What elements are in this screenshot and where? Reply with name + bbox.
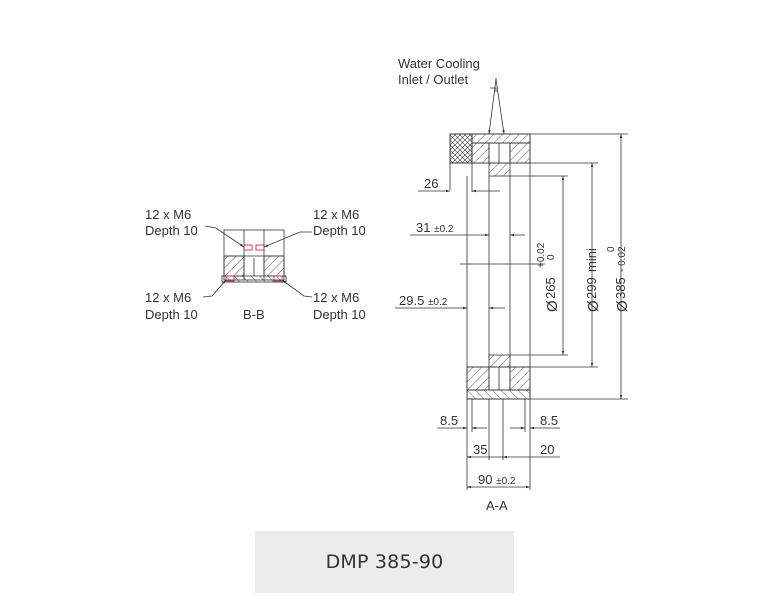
dim-20-label: 20 (540, 442, 554, 457)
dim-8-5-left-label: 8.5 (440, 413, 458, 428)
svg-text:Ø: Ø (585, 300, 602, 312)
section-bb-labels: 12 x M6 Depth 10 12 x M6 Depth 10 12 x M… (145, 207, 366, 322)
thread-label-br-1: 12 x M6 (313, 290, 359, 305)
diameter-extension-lines (510, 133, 628, 400)
section-aa (395, 78, 628, 490)
d265-label: Ø 265 +0.02 0 (536, 242, 561, 312)
dim-29-5-label: 29.5 ±0.2 (399, 293, 448, 308)
thread-marks (225, 244, 283, 282)
thread-label-tl-2: Depth 10 (145, 223, 198, 238)
d299-label: Ø 299 mini (584, 248, 602, 312)
thread-label-bl-2: Depth 10 (145, 307, 198, 322)
model-caption: DMP 385-90 (255, 531, 514, 593)
thread-label-tr-2: Depth 10 (313, 223, 366, 238)
svg-text:265: 265 (543, 277, 558, 299)
svg-text:0: 0 (606, 246, 617, 252)
section-bb (202, 225, 313, 298)
d385-label: Ø 385 0 - 0.02 (606, 246, 631, 312)
thread-label-bl-1: 12 x M6 (145, 290, 191, 305)
thread-label-tl-1: 12 x M6 (145, 207, 191, 222)
svg-text:mini: mini (584, 248, 599, 272)
dim-26-label: 26 (424, 176, 438, 191)
svg-text:385: 385 (613, 277, 628, 299)
callout-line2: Inlet / Outlet (398, 72, 468, 87)
top-section-block (449, 133, 531, 177)
dim-8-5-right-label: 8.5 (540, 413, 558, 428)
lower-extension-lines (466, 399, 531, 490)
thread-label-br-2: Depth 10 (313, 307, 366, 322)
section-aa-labels: Water Cooling Inlet / Outlet 26 31 ±0.2 … (398, 56, 631, 513)
svg-text:Ø: Ø (614, 300, 631, 312)
svg-text:299: 299 (584, 277, 599, 299)
section-aa-label: A-A (486, 498, 508, 513)
svg-text:0: 0 (546, 254, 557, 260)
bottom-section-block (466, 354, 531, 400)
thread-leaders (202, 225, 313, 298)
svg-text:- 0.02: - 0.02 (617, 246, 628, 272)
body-lines (449, 163, 545, 367)
callout-line1: Water Cooling (398, 56, 480, 71)
water-cooling-leader (488, 78, 505, 135)
dim-31-label: 31 ±0.2 (416, 220, 454, 235)
svg-text:Ø: Ø (544, 300, 561, 312)
model-title: DMP 385-90 (325, 551, 444, 573)
dim-35-label: 35 (473, 442, 487, 457)
svg-text:+0.02: +0.02 (536, 242, 547, 268)
thread-label-tr-1: 12 x M6 (313, 207, 359, 222)
dim-90-label: 90 ±0.2 (478, 472, 516, 487)
section-bb-label: B-B (243, 307, 265, 322)
